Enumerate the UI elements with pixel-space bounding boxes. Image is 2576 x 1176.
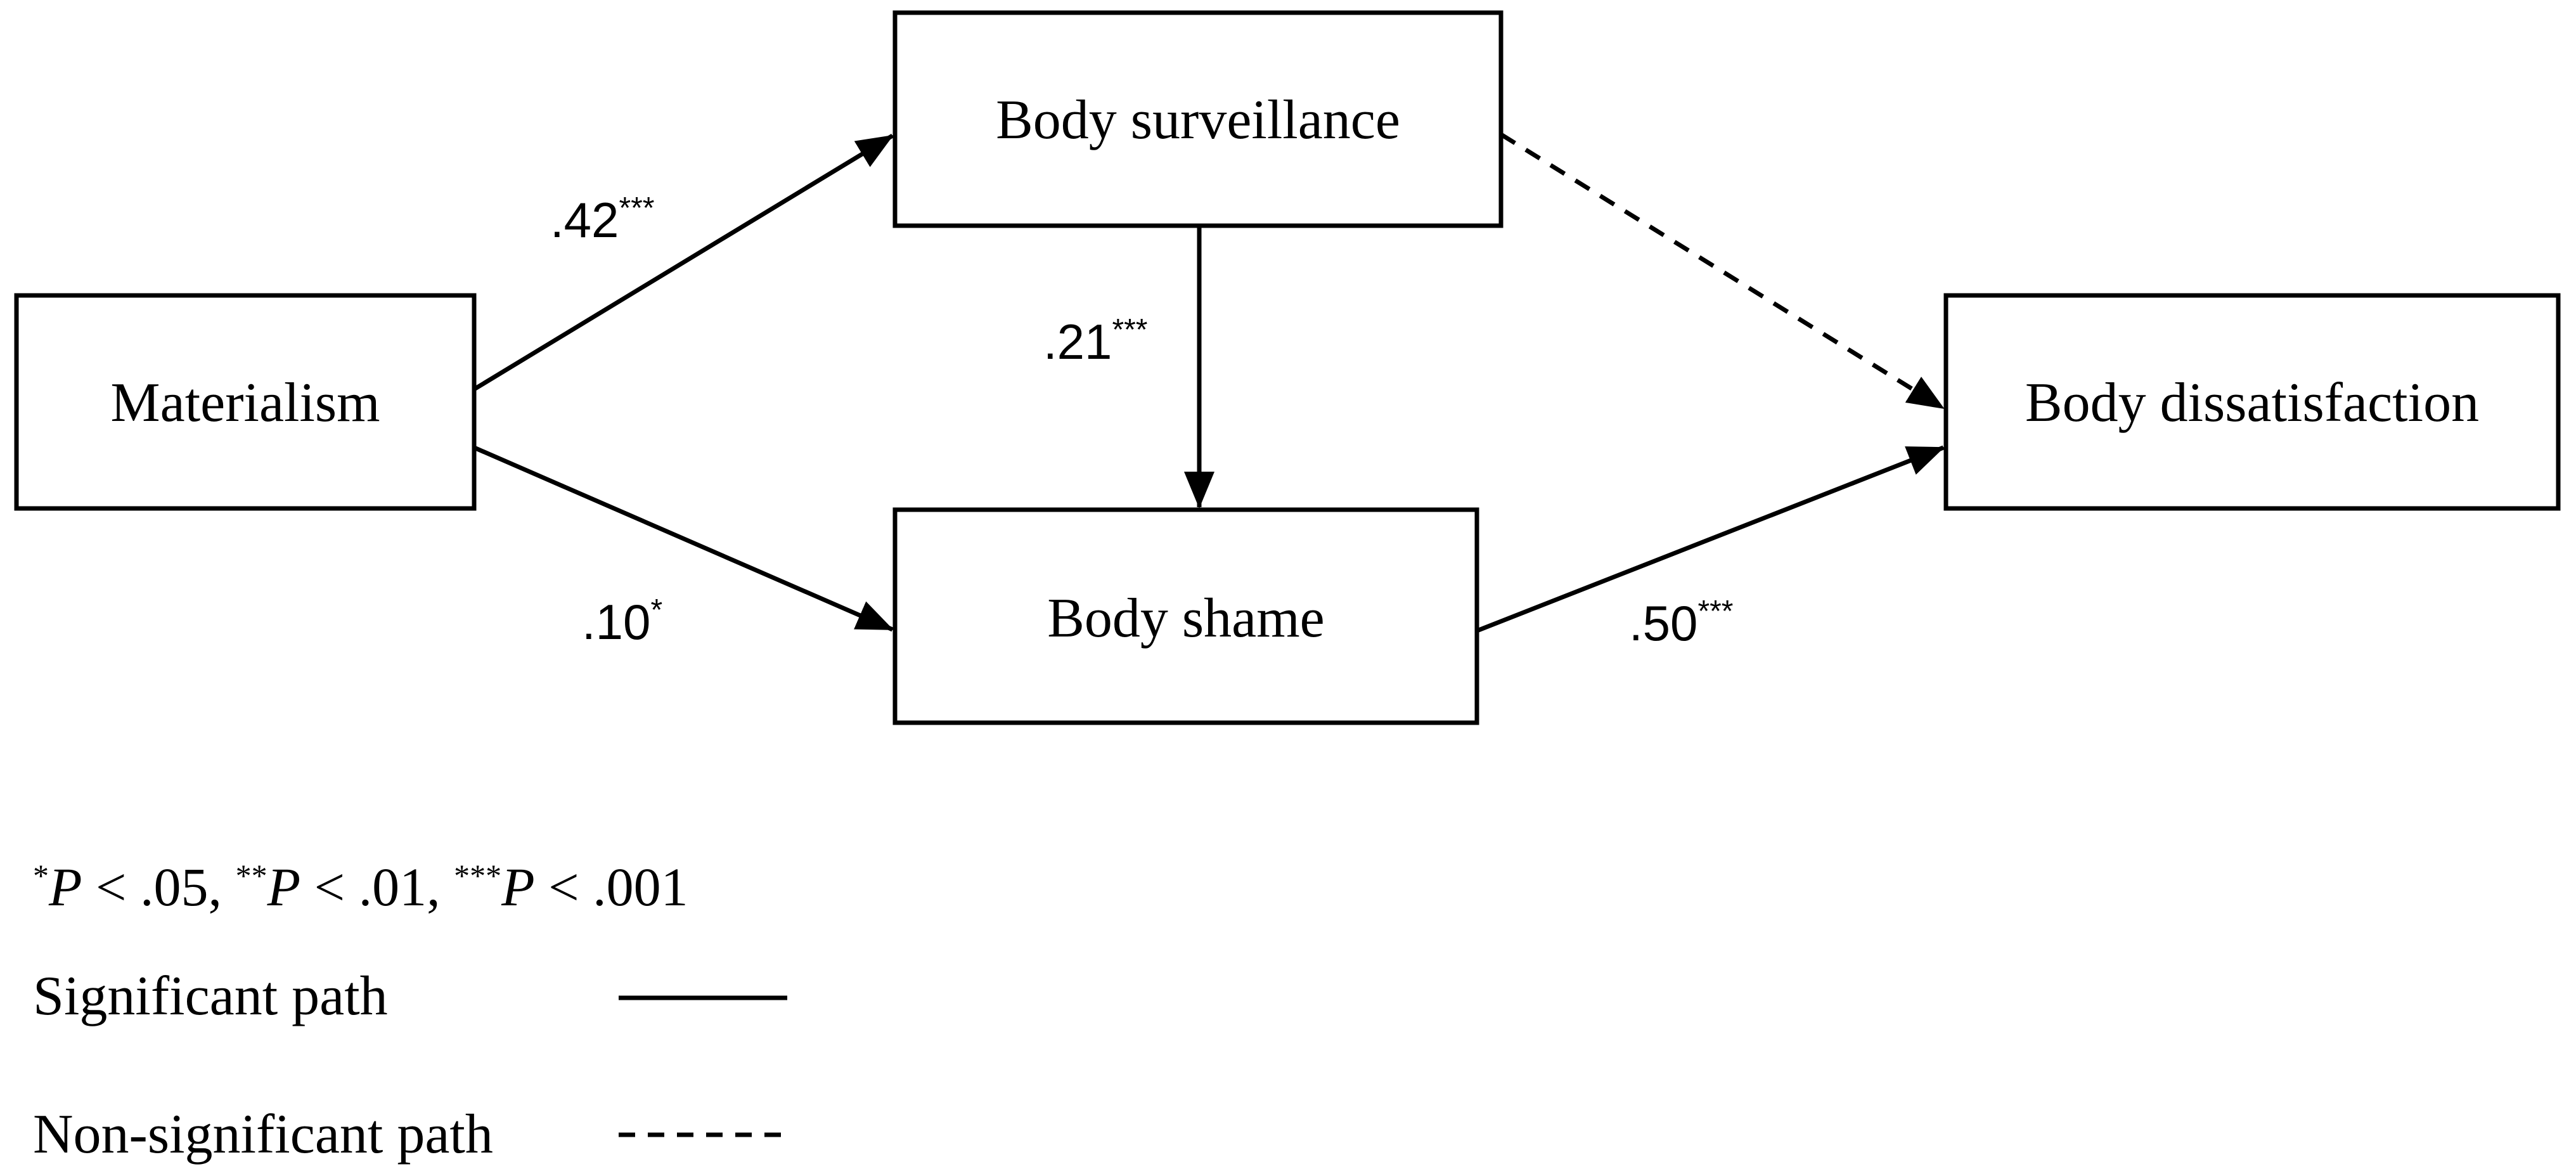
- note-p-1: P: [48, 856, 82, 917]
- node-materialism: Materialism: [14, 293, 477, 511]
- coef-value: .50: [1629, 595, 1697, 651]
- node-materialism-label: Materialism: [110, 372, 380, 434]
- note-star-1: *: [33, 858, 49, 893]
- coef-value: .21: [1043, 314, 1112, 370]
- path-materialism-to-surveillance: [473, 134, 894, 391]
- coef-materialism-shame: .10*: [582, 593, 662, 650]
- path-surveillance-to-dissatisfaction-dashed: [1500, 132, 1945, 410]
- node-body-dissatisfaction-label: Body dissatisfaction: [2025, 372, 2479, 434]
- coef-surveillance-shame: .21***: [1043, 313, 1147, 370]
- note-p-2: P: [267, 856, 301, 917]
- legend-nonsignificant-label: Non-significant path: [33, 1104, 493, 1165]
- legend: Significant path Non-significant path: [33, 966, 787, 1165]
- significance-note: *P < .05, **P < .01, ***P < .001: [33, 856, 688, 917]
- path-materialism-to-shame: [473, 445, 894, 632]
- coef-value: .42: [550, 192, 619, 248]
- note-star-3: ***: [454, 858, 501, 893]
- path-shame-to-dissatisfaction: [1476, 445, 1945, 633]
- coef-stars: *: [650, 593, 662, 627]
- note-threshold-1: < .05,: [82, 856, 236, 917]
- node-body-surveillance: Body surveillance: [892, 10, 1504, 228]
- note-threshold-2: < .01,: [300, 856, 454, 917]
- node-body-dissatisfaction: Body dissatisfaction: [1943, 293, 2561, 511]
- coef-materialism-surveillance: .42***: [550, 191, 654, 248]
- coef-stars: ***: [1697, 595, 1733, 628]
- legend-significant-label: Significant path: [33, 966, 388, 1027]
- coef-stars: ***: [619, 191, 654, 225]
- node-body-shame-label: Body shame: [1047, 588, 1325, 649]
- note-threshold-3: < .001: [535, 856, 688, 917]
- coef-value: .10: [582, 594, 650, 650]
- note-star-2: **: [236, 858, 267, 893]
- node-body-shame: Body shame: [892, 507, 1479, 725]
- coef-shame-dissatisfaction: .50***: [1629, 595, 1733, 651]
- coef-stars: ***: [1112, 313, 1147, 347]
- note-p-3: P: [501, 856, 535, 917]
- node-body-surveillance-label: Body surveillance: [996, 89, 1400, 151]
